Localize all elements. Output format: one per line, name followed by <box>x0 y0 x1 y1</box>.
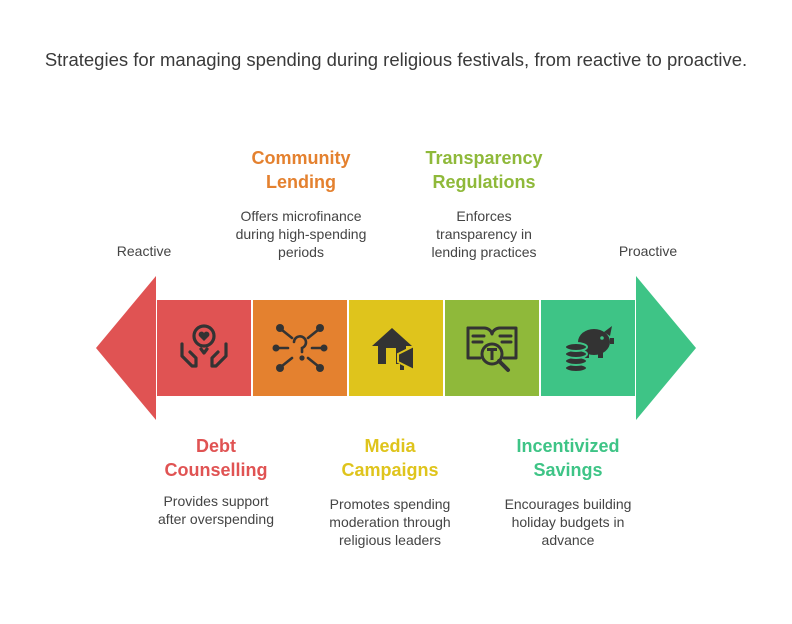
reactive-label: Reactive <box>116 243 172 259</box>
book-magnifier-icon <box>466 326 518 372</box>
stage-segment-1 <box>157 300 251 396</box>
left-arrowhead <box>96 276 156 420</box>
house-megaphone-icon <box>372 328 415 372</box>
network-question-icon <box>272 324 328 372</box>
stage-segment-2 <box>253 300 347 396</box>
piggy-bank-coins-icon <box>564 326 614 373</box>
diagram-title: Strategies for managing spending during … <box>44 49 748 70</box>
right-arrowhead <box>636 276 696 420</box>
proactive-label: Proactive <box>618 243 678 259</box>
hands-heart-icon <box>180 324 228 368</box>
